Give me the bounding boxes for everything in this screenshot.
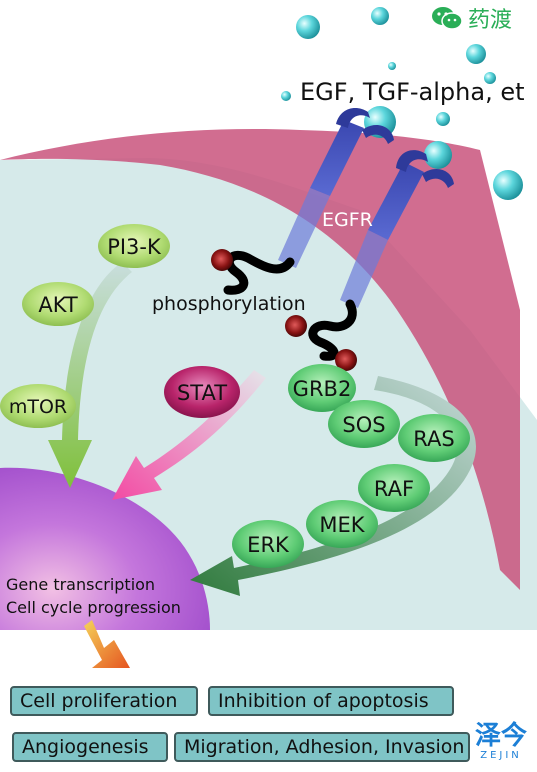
nucleus-output-arrow bbox=[84, 620, 130, 668]
erk-label: ERK bbox=[247, 533, 290, 557]
wechat-icon bbox=[432, 7, 463, 30]
cell-membrane bbox=[0, 129, 520, 590]
stat-node: STAT bbox=[164, 366, 240, 418]
nucleus bbox=[0, 467, 210, 630]
mtor-node: mTOR bbox=[0, 384, 76, 428]
outcome-box-3: Angiogenesis bbox=[12, 732, 168, 762]
akt-node: AKT bbox=[22, 282, 94, 326]
pi3k-node: PI3-K bbox=[98, 224, 170, 268]
egfr-receptor-right bbox=[340, 150, 454, 308]
nucleus-text-line2: Cell cycle progression bbox=[6, 598, 181, 617]
zejin-watermark: 泽今 ZEJIN bbox=[468, 722, 534, 761]
pi3k-label: PI3-K bbox=[107, 235, 162, 259]
stat-label: STAT bbox=[177, 381, 227, 405]
akt-label: AKT bbox=[38, 293, 78, 317]
grb2-label: GRB2 bbox=[293, 377, 352, 401]
yaodu-text: 药渡 bbox=[468, 8, 513, 33]
receptor-label: EGFR bbox=[322, 209, 373, 231]
phosphate-groups bbox=[211, 249, 357, 371]
yaodu-watermark: 药渡 bbox=[430, 2, 512, 34]
ras-label: RAS bbox=[413, 427, 454, 451]
outcome-box-2: Inhibition of apoptosis bbox=[208, 686, 454, 716]
zejin-cn: 泽今 bbox=[474, 721, 527, 751]
phosphorylation-label: phosphorylation bbox=[152, 293, 306, 315]
erk-node: ERK bbox=[232, 520, 304, 568]
pi3k-pathway-arrow bbox=[48, 262, 132, 488]
ras-node: RAS bbox=[398, 414, 470, 462]
sos-label: SOS bbox=[342, 413, 385, 437]
outcome-box-4: Migration, Adhesion, Invasion bbox=[174, 732, 470, 762]
raf-label: RAF bbox=[374, 477, 414, 501]
mtor-label: mTOR bbox=[9, 396, 67, 418]
mapk-pathway-arrow bbox=[190, 376, 476, 596]
grb2-node: GRB2 bbox=[288, 364, 356, 412]
zejin-en: ZEJIN bbox=[480, 750, 522, 761]
egfr-receptor-left bbox=[278, 108, 394, 268]
mek-node: MEK bbox=[306, 500, 378, 548]
mek-label: MEK bbox=[319, 513, 365, 537]
nucleus-text-line1: Gene transcription bbox=[6, 575, 155, 594]
outcome-box-1: Cell proliferation bbox=[10, 686, 198, 716]
ligand-label: EGF, TGF-alpha, et bbox=[300, 78, 525, 106]
sos-node: SOS bbox=[328, 400, 400, 448]
raf-node: RAF bbox=[358, 464, 430, 512]
receptor-tail-right bbox=[308, 299, 357, 361]
